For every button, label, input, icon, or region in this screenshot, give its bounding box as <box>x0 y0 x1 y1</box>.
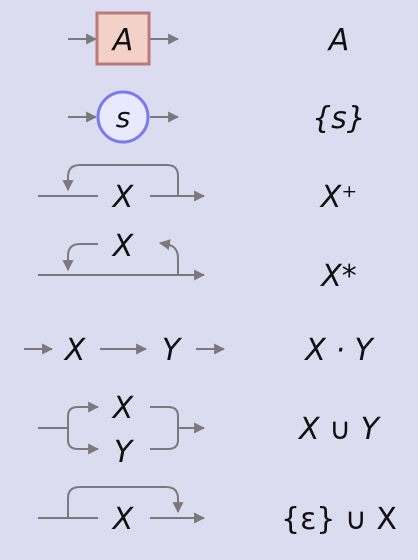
branch-join <box>150 406 179 450</box>
row-terminal: A A <box>68 11 350 66</box>
branch-lower-in <box>67 428 100 455</box>
element-x-label: X <box>111 391 135 426</box>
row-plus: X X⁺ <box>38 164 357 215</box>
element-y-label: Y <box>114 435 135 470</box>
branch-upper-in <box>67 401 100 428</box>
row-star: X X* <box>38 229 357 294</box>
row-optional: X {ε} ∪ X <box>38 486 397 537</box>
row-nonterminal: s {s} <box>68 90 366 144</box>
element-label: X <box>111 180 135 215</box>
element-label: X <box>111 229 135 264</box>
row-concat: X Y X · Y <box>24 333 375 368</box>
notation-terminal: A <box>327 23 350 58</box>
loop-down-arrow <box>62 243 98 272</box>
notation-nonterminal: {s} <box>312 101 366 136</box>
row-union: X Y X ∪ Y <box>38 391 382 470</box>
notation-star: X* <box>319 259 357 294</box>
nonterminal-label: s <box>116 101 131 134</box>
notation-concat: X · Y <box>303 333 375 368</box>
nonterminal-circle <box>96 90 150 144</box>
notation-plus: X⁺ <box>319 180 357 215</box>
terminal-box <box>95 11 151 66</box>
loop-up-arrow <box>158 239 179 275</box>
notation-union: X ∪ Y <box>297 412 382 447</box>
element-x-label: X <box>63 333 87 368</box>
notation-optional: {ε} ∪ X <box>281 502 397 537</box>
element-label: X <box>111 502 135 537</box>
loop-back-arrow <box>62 164 179 196</box>
skip-arrow <box>67 486 184 518</box>
terminal-label: A <box>111 23 134 58</box>
element-y-label: Y <box>162 333 183 368</box>
